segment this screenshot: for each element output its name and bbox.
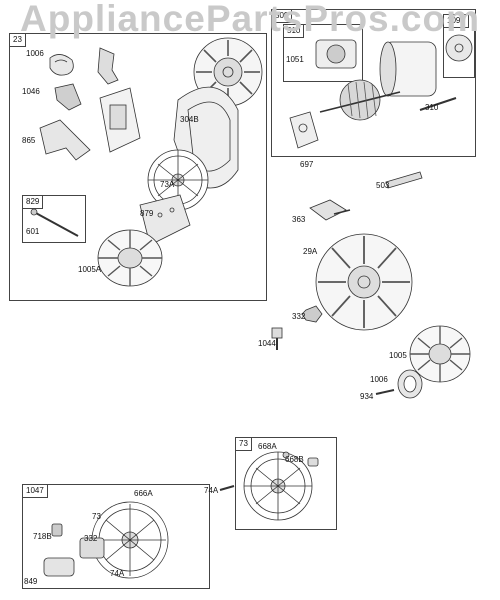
bracket-plate-drawing <box>99 87 141 153</box>
end-plate-drawing <box>289 111 319 149</box>
part-label-879: 879 <box>140 209 154 218</box>
part-label-304b: 304B <box>180 115 199 124</box>
hardware-668-drawing <box>282 451 319 467</box>
part-label-73: 73 <box>92 512 101 521</box>
screen-73a-drawing <box>147 149 209 211</box>
group-tag-1047: 1047 <box>23 485 48 498</box>
shield-1046-drawing <box>54 83 82 111</box>
group-tag-309: 309 <box>272 10 293 23</box>
part-label-849: 849 <box>24 577 38 586</box>
group-tag-829: 829 <box>23 196 44 209</box>
part-label-73a: 73A <box>160 180 175 189</box>
group-box-23: 23 <box>9 33 267 301</box>
screen-73-box-drawing <box>243 451 313 521</box>
armature-drawing <box>319 79 401 121</box>
part-label-668b: 668B <box>285 455 304 464</box>
part-label-363: 363 <box>292 215 306 224</box>
group-box-73: 73 <box>235 437 337 530</box>
group-box-1090: 1090 <box>443 14 475 78</box>
part-label-503: 503 <box>376 181 390 190</box>
screw-74a-drawing <box>219 485 235 491</box>
part-label-74a-box73: 74A <box>204 486 219 495</box>
group-box-309: 309 <box>271 9 476 157</box>
part-label-668a-box73: 668A <box>258 442 277 451</box>
part-label-697: 697 <box>300 160 314 169</box>
bracket-865-drawing <box>39 119 91 161</box>
part-label-1051: 1051 <box>286 55 304 64</box>
bolt-310-drawing <box>419 97 457 111</box>
part-label-332-lower: 332 <box>84 534 98 543</box>
part-label-332-mid: 332 <box>292 312 306 321</box>
nut-332-drawing <box>301 305 323 323</box>
shaft-849-drawing <box>43 557 75 577</box>
group-box-829: 829 <box>22 195 86 243</box>
screw-934-drawing <box>375 389 395 395</box>
group-tag-73: 73 <box>236 438 252 451</box>
part-label-1044: 1044 <box>258 339 276 348</box>
plug-718b-drawing <box>51 523 63 537</box>
flywheel-1005-drawing <box>409 325 471 383</box>
group-box-510: 510 <box>283 24 363 82</box>
screen-73-1047-drawing <box>91 501 169 579</box>
part-label-1006-lower: 1006 <box>370 375 388 384</box>
group-tag-510: 510 <box>284 25 305 38</box>
group-tag-1090: 1090 <box>444 15 469 28</box>
bolt-1044-drawing <box>271 327 283 350</box>
starter-housing-drawing <box>379 41 437 97</box>
rectifier-363-drawing <box>309 199 351 221</box>
clip-drawing <box>97 47 119 85</box>
part-label-1005a: 1005A <box>78 265 102 274</box>
group-tag-23: 23 <box>10 34 26 47</box>
plate-879-drawing <box>139 194 191 246</box>
part-label-1046: 1046 <box>22 87 40 96</box>
part-label-29a: 29A <box>303 247 318 256</box>
starter-1051-drawing <box>315 39 357 69</box>
part-label-865: 865 <box>22 136 36 145</box>
part-label-934: 934 <box>360 392 374 401</box>
flywheel-1005a-drawing <box>97 229 163 287</box>
part-label-310: 310 <box>425 103 439 112</box>
flywheel-29a-drawing <box>315 233 413 331</box>
bracket-1006-drawing <box>49 54 74 76</box>
part-label-74a-lower: 74A <box>110 569 125 578</box>
part-label-601: 601 <box>26 227 40 236</box>
group-box-1047: 1047 <box>22 484 210 589</box>
part-label-666a: 666A <box>134 489 153 498</box>
shaft-601-drawing <box>30 208 79 237</box>
adapter-332-drawing <box>79 537 105 559</box>
ring-1006-drawing <box>397 369 423 399</box>
strap-503-drawing <box>385 171 423 189</box>
part-label-718b: 718B <box>33 532 52 541</box>
starter-cap-1090-drawing <box>445 34 473 62</box>
part-label-1005: 1005 <box>389 351 407 360</box>
part-label-1006-top: 1006 <box>26 49 44 58</box>
